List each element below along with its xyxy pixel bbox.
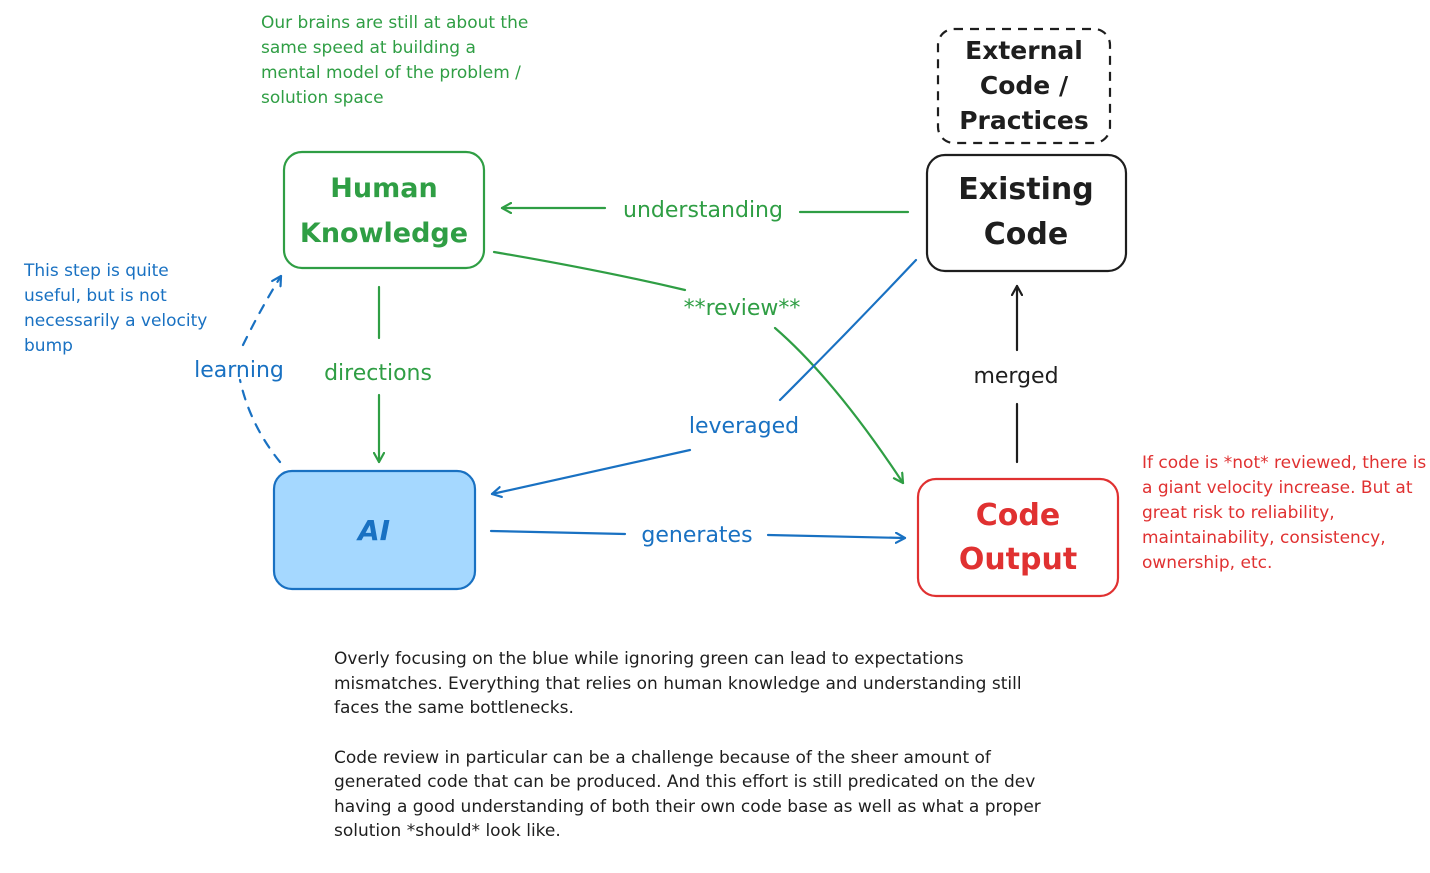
note-brains: Our brains are still at about the same s… — [261, 13, 529, 108]
edge-label-merged: merged — [973, 364, 1058, 389]
edge-label-directions: directions — [324, 361, 432, 386]
edge-label-leveraged: leveraged — [689, 414, 799, 439]
edge-leveraged: leveraged — [490, 258, 918, 494]
node-human-knowledge-line-1: Human — [330, 173, 437, 204]
node-external: External Code / Practices — [936, 27, 1112, 145]
edge-learning: learning — [194, 274, 284, 464]
edge-merged: merged — [973, 284, 1059, 464]
note-learning-step: This step is quite useful, but is not ne… — [24, 261, 208, 356]
edge-generates: generates — [489, 523, 907, 548]
node-external-line-1: External — [965, 36, 1083, 65]
edge-label-understanding: understanding — [623, 198, 783, 223]
node-code-output: Code Output — [916, 477, 1120, 598]
node-external-line-3: Practices — [959, 106, 1089, 135]
node-existing-code: Existing Code — [925, 153, 1128, 273]
node-external-line-2: Code / — [980, 71, 1069, 100]
node-human-knowledge-line-2: Knowledge — [300, 218, 468, 249]
edge-understanding: understanding — [500, 198, 910, 223]
node-existing-code-line-2: Code — [984, 217, 1068, 252]
node-existing-code-line-1: Existing — [958, 172, 1093, 207]
node-code-output-line-2: Output — [959, 542, 1077, 577]
node-code-output-line-1: Code — [976, 498, 1060, 533]
node-ai: AI — [272, 469, 477, 591]
edge-label-review: **review** — [684, 296, 801, 321]
edge-label-generates: generates — [641, 523, 752, 548]
footer-paragraph-1: Overly focusing on the blue while ignori… — [334, 649, 1022, 718]
node-human-knowledge: Human Knowledge — [282, 150, 486, 270]
footer-paragraph-2: Code review in particular can be a chall… — [334, 747, 1041, 842]
node-ai-label: AI — [356, 514, 390, 547]
note-not-reviewed: If code is *not* reviewed, there is a gi… — [1142, 453, 1427, 573]
footer-text: Overly focusing on the blue while ignori… — [334, 647, 1054, 869]
edge-directions: directions — [324, 285, 432, 464]
edge-review: **review** — [492, 250, 905, 485]
edge-label-learning: learning — [194, 358, 284, 383]
